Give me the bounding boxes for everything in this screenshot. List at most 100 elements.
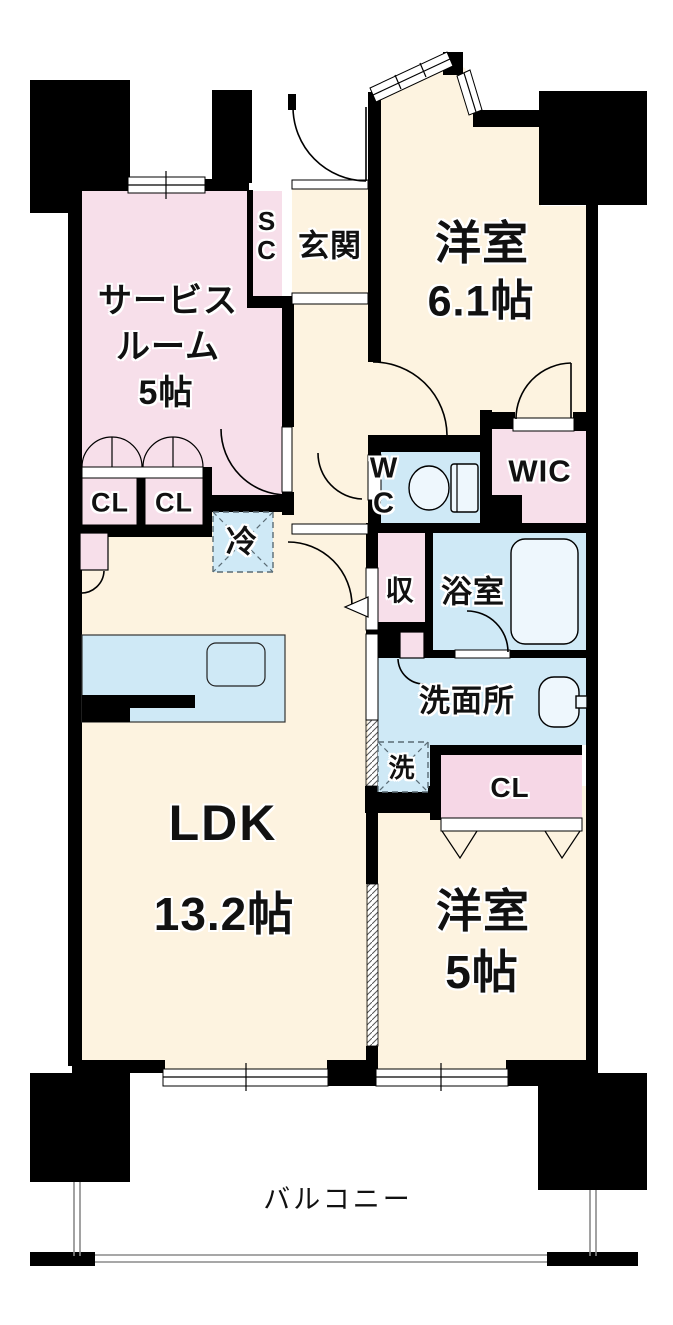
- pillar-top-left: [30, 80, 130, 183]
- wall: [72, 179, 130, 191]
- ldk-label-2: 13.2帖: [153, 888, 295, 940]
- closet-track: [81, 466, 204, 479]
- bathroom-door-opening: [454, 649, 511, 659]
- toilet-bowl-icon: [408, 465, 450, 511]
- wall: [368, 435, 492, 452]
- hall-ldk-opening: [291, 523, 369, 535]
- wall: [366, 630, 378, 634]
- wall: [366, 523, 598, 533]
- sliding-door-west-room-5: [366, 883, 379, 1047]
- west-room-61-label-2: 6.1帖: [427, 277, 535, 326]
- west-room-61-label-1: 洋室: [435, 217, 529, 269]
- wall: [247, 296, 294, 308]
- window-line: [463, 72, 477, 113]
- closet-3-track: [440, 817, 583, 832]
- closet-3-bifold-right: [544, 830, 581, 860]
- ldk-door-arc: [287, 541, 353, 607]
- closet-1-label: CL: [91, 487, 129, 518]
- kitchen-sink-icon: [206, 642, 266, 687]
- wall: [247, 190, 253, 296]
- door-opening-west-room-61: [368, 362, 381, 435]
- pillar-bottom-left: [30, 1073, 130, 1182]
- wall: [573, 412, 598, 431]
- toilet-label-c: C: [373, 487, 395, 520]
- entrance-hall-floor: [292, 188, 368, 533]
- ldk-label-1: LDK: [168, 795, 278, 851]
- west-room-5-label-2: 5帖: [445, 946, 519, 998]
- west-room-5-floor: [378, 786, 586, 1071]
- service-room-south-door-arc: [79, 570, 105, 594]
- closet-3-bifold-left: [441, 830, 478, 860]
- washer-label: 洗: [388, 753, 416, 783]
- pillar-top-right: [539, 91, 647, 205]
- kitchen-partition: [82, 695, 195, 708]
- wall: [207, 495, 294, 512]
- ldk-floor: [82, 505, 368, 1071]
- closet-3-floor: [441, 755, 582, 818]
- bathroom-door-arc: [466, 610, 509, 653]
- wall: [430, 745, 582, 755]
- balcony-wall-cap-right: [547, 1252, 638, 1266]
- west-room-61-floor: [378, 62, 586, 437]
- entrance-sill: [291, 179, 369, 190]
- service-room-door-leaf: [281, 426, 293, 493]
- window-tick: [394, 74, 402, 90]
- shoe-closet-label-c: C: [257, 235, 277, 265]
- refrigerator-outline: [212, 511, 274, 573]
- closet-3-label: CL: [490, 772, 530, 803]
- pillar-top-middle: [212, 90, 252, 183]
- west-room-5-label-1: 洋室: [436, 885, 530, 937]
- wall: [480, 410, 492, 523]
- toilet-tank-icon: [450, 463, 479, 513]
- washbasin-faucet-icon: [575, 695, 588, 709]
- wall-right: [586, 205, 598, 1085]
- wall: [368, 92, 381, 362]
- service-room-label-2: ルーム: [116, 328, 220, 366]
- refrigerator-label: 冷: [226, 524, 258, 560]
- refrigerator-box: [212, 511, 274, 573]
- bathroom-label: 浴室: [441, 574, 505, 610]
- wall: [366, 786, 378, 884]
- wall: [492, 412, 515, 429]
- fixtures: [81, 463, 588, 793]
- wall: [327, 1060, 368, 1086]
- wall: [72, 1060, 165, 1073]
- wall: [366, 533, 378, 568]
- washer-box: [377, 741, 429, 793]
- washroom-opening: [365, 633, 379, 721]
- storage-floor: [378, 533, 425, 622]
- wall: [506, 1060, 598, 1086]
- windows-openings: [81, 51, 583, 1091]
- toilet-door-opening: [367, 454, 382, 501]
- shoe-closet-label-s: S: [257, 206, 277, 236]
- closet-2-label: CL: [155, 487, 193, 518]
- walls: [30, 52, 647, 1266]
- wall: [203, 179, 249, 191]
- wic-wall-notch: [492, 495, 522, 523]
- washer-x: [377, 741, 429, 793]
- washer-x: [377, 741, 429, 793]
- wic-door-sill: [512, 417, 575, 432]
- wall: [137, 467, 145, 525]
- wall: [433, 650, 598, 658]
- service-room-door-arc: [220, 428, 288, 496]
- entrance-door-arc: [292, 106, 367, 182]
- entrance-step: [291, 292, 369, 305]
- shoe-closet-floor: [253, 191, 282, 296]
- pillar-bottom-right: [538, 1073, 647, 1190]
- wall: [82, 525, 212, 537]
- wall: [30, 183, 72, 213]
- washbasin-icon: [538, 676, 580, 728]
- window-line: [372, 58, 451, 96]
- ldk-door-leaf: [343, 596, 369, 618]
- wall: [430, 745, 441, 820]
- toilet-door-arc: [317, 452, 363, 500]
- balcony-label: バルコニー: [263, 1184, 413, 1215]
- wic-door-arc: [515, 362, 572, 420]
- storage-label: 収: [385, 575, 415, 606]
- service-room-south-door-leaf: [79, 532, 109, 571]
- service-room-floor: [82, 191, 247, 308]
- washroom-door-arc: [397, 658, 425, 685]
